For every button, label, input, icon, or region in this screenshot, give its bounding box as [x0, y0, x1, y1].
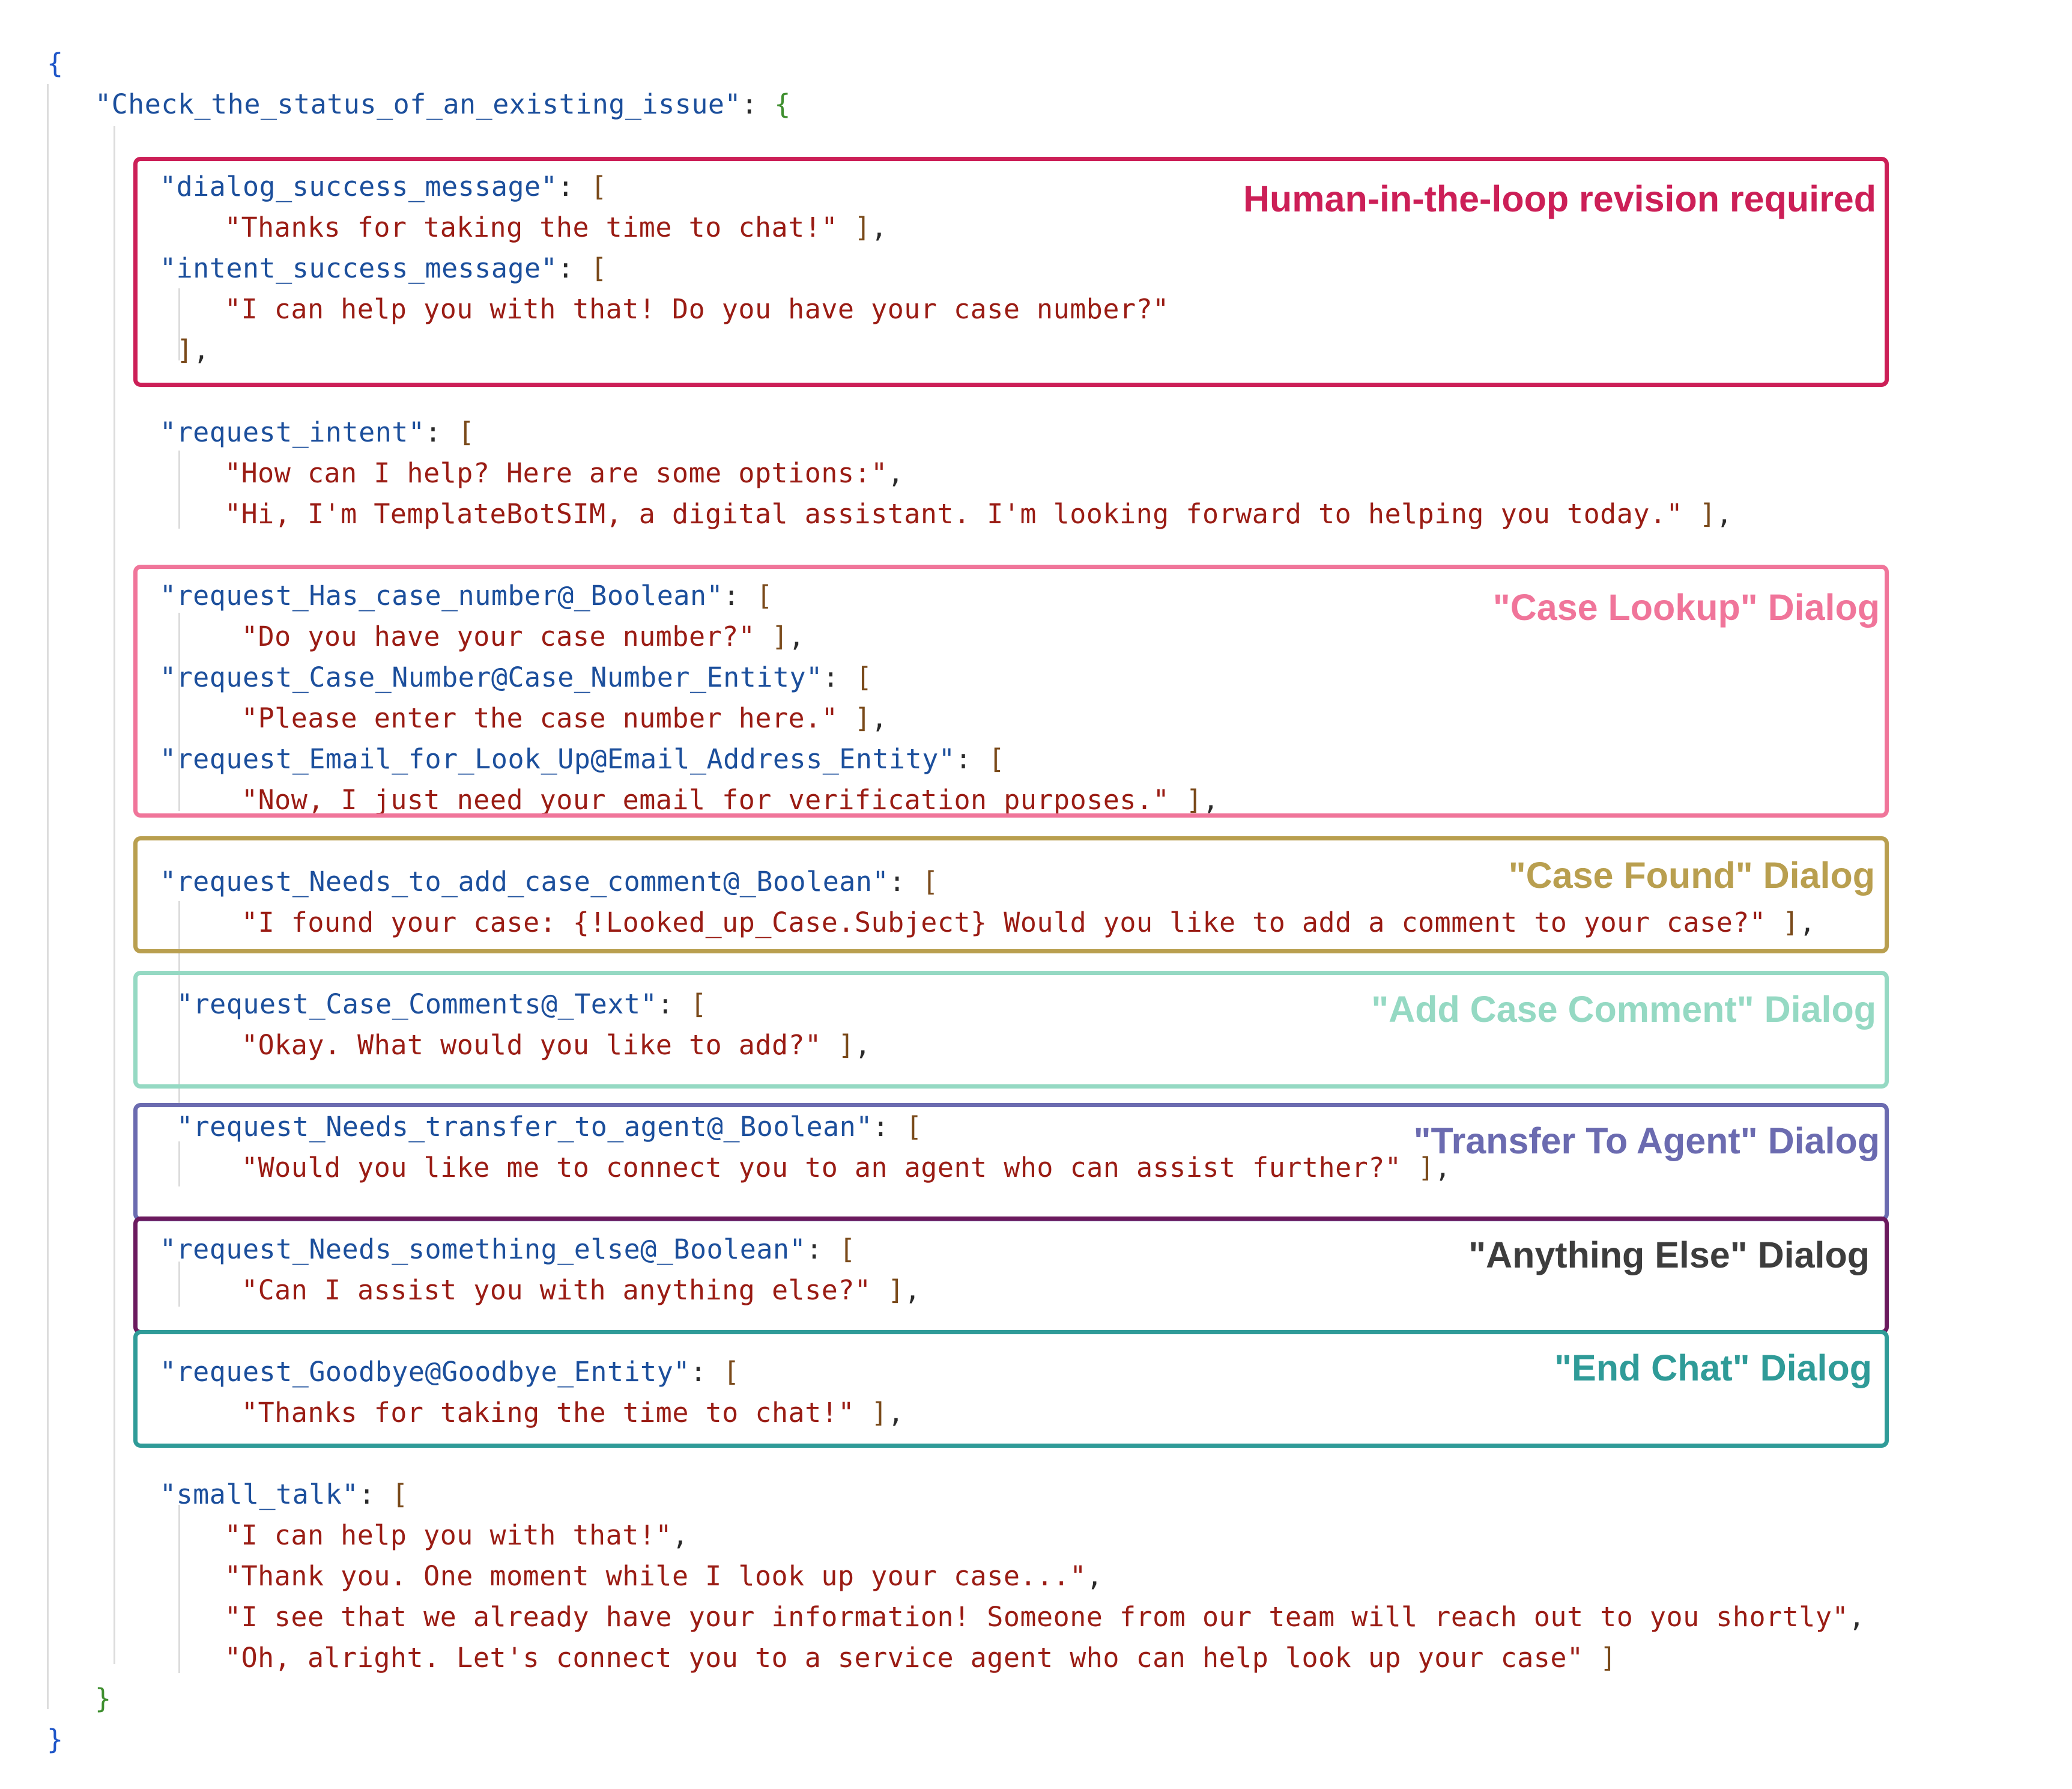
annotation-box-case-lookup	[133, 565, 1889, 818]
indent-guide-request-intent	[178, 451, 180, 529]
root-close-brace: }	[47, 1724, 64, 1755]
indent-guide-case-found	[178, 901, 180, 1105]
code-line-small-talk-value-4: "Oh, alright. Let's connect you to a ser…	[225, 1642, 1617, 1674]
code-line-something-else-key: "request_Needs_something_else@_Boolean":…	[160, 1233, 856, 1265]
code-line-small-talk-value-2: "Thank you. One moment while I look up y…	[225, 1560, 1103, 1592]
indent-guide-intent-msg	[178, 288, 180, 360]
code-line-dialog-success-value: "Thanks for taking the time to chat!" ],	[225, 211, 888, 243]
code-line-email-lookup-value: "Now, I just need your email for verific…	[241, 784, 1219, 816]
code-line-case-comments-key: "request_Case_Comments@_Text": [	[177, 988, 707, 1020]
code-line-transfer-key: "request_Needs_transfer_to_agent@_Boolea…	[177, 1111, 922, 1143]
annotation-box-end-chat	[133, 1330, 1889, 1448]
code-line-something-else-value: "Can I assist you with anything else?" ]…	[241, 1274, 921, 1306]
annotation-label-end-chat: "End Chat" Dialog	[1554, 1347, 1872, 1388]
code-line-add-comment-key: "request_Needs_to_add_case_comment@_Bool…	[160, 866, 939, 898]
code-line-case-number-value: "Please enter the case number here." ],	[241, 702, 888, 734]
code-line-add-comment-value: "I found your case: {!Looked_up_Case.Sub…	[241, 907, 1816, 938]
code-line-goodbye-key: "request_Goodbye@Goodbye_Entity": [	[160, 1356, 740, 1388]
intent-key: "Check_the_status_of_an_existing_issue"	[95, 88, 742, 120]
root-open-brace: {	[47, 47, 64, 79]
intent-close-brace: }	[95, 1683, 112, 1715]
code-line-intent-success-key: "intent_success_message": [	[160, 252, 607, 284]
code-line-has-case-number-value: "Do you have your case number?" ],	[241, 621, 805, 652]
code-line-goodbye-value: "Thanks for taking the time to chat!" ],	[241, 1397, 904, 1429]
annotation-box-case-found	[133, 836, 1889, 953]
code-line-intent-success-value: "I can help you with that! Do you have y…	[225, 293, 1169, 325]
code-line-case-comments-value: "Okay. What would you like to add?" ],	[241, 1029, 871, 1061]
code-line-request-intent-value-2: "Hi, I'm TemplateBotSIM, a digital assis…	[225, 498, 1733, 530]
indent-guide-transfer	[178, 1141, 180, 1186]
annotation-label-transfer-to-agent: "Transfer To Agent" Dialog	[1413, 1120, 1880, 1161]
annotation-label-add-case-comment: "Add Case Comment" Dialog	[1371, 989, 1876, 1030]
code-line-case-number-key: "request_Case_Number@Case_Number_Entity"…	[160, 661, 873, 693]
indent-guide-anything-else	[178, 1262, 180, 1307]
code-line-small-talk-value-3: "I see that we already have your informa…	[225, 1601, 1865, 1633]
code-line-request-intent-key: "request_intent": [	[160, 416, 475, 448]
intent-key-line: "Check_the_status_of_an_existing_issue":…	[95, 88, 791, 120]
indent-guide-intent	[114, 126, 115, 1664]
code-line-has-case-number-key: "request_Has_case_number@_Boolean": [	[160, 580, 773, 612]
code-line-dialog-success-key: "dialog_success_message": [	[160, 171, 607, 202]
code-line-small-talk-value-1: "I can help you with that!",	[225, 1519, 689, 1551]
annotation-box-add-case-comment	[133, 971, 1889, 1089]
annotation-label-human-in-the-loop: Human-in-the-loop revision required	[1243, 178, 1876, 219]
code-line-email-lookup-key: "request_Email_for_Look_Up@Email_Address…	[160, 743, 1005, 775]
code-line-small-talk-key: "small_talk": [	[160, 1478, 408, 1510]
code-line-request-intent-value-1: "How can I help? Here are some options:"…	[225, 457, 904, 489]
annotation-box-human-in-the-loop	[133, 157, 1889, 387]
indent-guide-case-lookup	[178, 613, 180, 811]
indent-guide-small-talk	[178, 1505, 180, 1673]
annotation-label-anything-else: "Anything Else" Dialog	[1468, 1235, 1870, 1275]
code-line-intent-success-close: ],	[177, 334, 210, 366]
annotation-label-case-lookup: "Case Lookup" Dialog	[1492, 587, 1880, 628]
annotation-label-case-found: "Case Found" Dialog	[1508, 855, 1875, 896]
code-line-transfer-value: "Would you like me to connect you to an …	[241, 1152, 1452, 1183]
indent-guide-root	[47, 84, 49, 1709]
